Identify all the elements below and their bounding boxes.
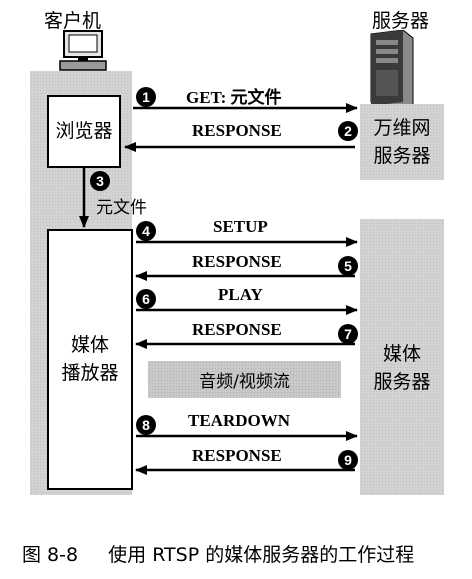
media-server-column [360, 219, 444, 495]
message-label-9: RESPONSE [192, 446, 282, 465]
step-circle-1: 1 [136, 87, 156, 107]
computer-icon [59, 30, 107, 71]
svg-text:4: 4 [142, 223, 150, 239]
svg-text:2: 2 [344, 123, 352, 139]
web-server-label: 万维网 服务器 [373, 117, 431, 167]
step-circle-2: 2 [338, 121, 358, 141]
svg-text:6: 6 [142, 291, 150, 307]
message-label-3: 元文件 [96, 198, 147, 218]
step-circle-6: 6 [136, 289, 156, 309]
client-title: 客户机 [44, 10, 102, 32]
message-label-6: PLAY [218, 285, 263, 304]
server-tower-icon [370, 30, 414, 110]
media-player-box [47, 229, 133, 490]
caption-text: 使用 RTSP 的媒体服务器的工作过程 [108, 544, 415, 566]
svg-text:3: 3 [96, 173, 104, 189]
svg-text:7: 7 [344, 326, 352, 342]
web-server-column [360, 104, 444, 180]
browser-box [47, 95, 121, 168]
svg-text:9: 9 [344, 452, 352, 468]
step-circle-3: 3 [90, 171, 110, 191]
svg-text:5: 5 [344, 258, 352, 274]
server-title: 服务器 [372, 10, 430, 32]
browser-label: 浏览器 [55, 120, 113, 142]
message-label-1: GET: 元文件 [186, 88, 282, 107]
step-circle-7: 7 [338, 324, 358, 344]
message-label-2: RESPONSE [192, 121, 282, 140]
svg-text:8: 8 [142, 417, 150, 433]
message-label-4: SETUP [213, 217, 268, 236]
caption-figure-number: 图 8-8 [22, 544, 79, 566]
message-label-7: RESPONSE [192, 320, 282, 339]
message-label-8: TEARDOWN [188, 411, 291, 430]
av-stream-box: 音频/视频流 [148, 361, 341, 398]
message-label-5: RESPONSE [192, 252, 282, 271]
step-circle-4: 4 [136, 221, 156, 241]
media-server-label: 媒体 服务器 [373, 343, 431, 393]
svg-text:1: 1 [142, 89, 150, 105]
figure-caption: 图 8-8 使用 RTSP 的媒体服务器的工作过程 [22, 540, 414, 567]
step-circle-9: 9 [338, 450, 358, 470]
media-player-label: 媒体 播放器 [61, 334, 119, 384]
step-circle-8: 8 [136, 415, 156, 435]
step-circle-5: 5 [338, 256, 358, 276]
